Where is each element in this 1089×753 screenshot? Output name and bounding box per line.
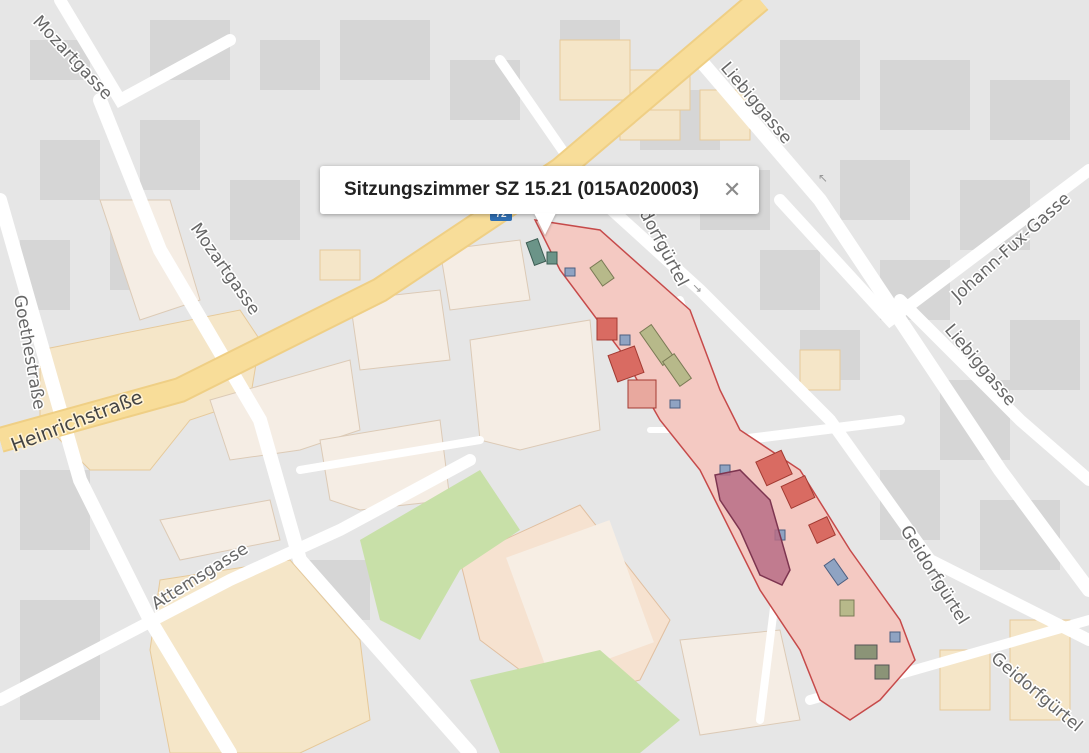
room-info-popup: Sitzungszimmer SZ 15.21 (015A020003) ✕ bbox=[320, 166, 760, 214]
room-shapes[interactable] bbox=[525, 238, 901, 680]
tan-buildings bbox=[39, 39, 1071, 753]
courtyard bbox=[506, 520, 654, 680]
oneway-arrow-icon: ↘ bbox=[692, 281, 702, 295]
close-icon[interactable]: ✕ bbox=[722, 177, 742, 202]
popup-title: Sitzungszimmer SZ 15.21 (015A020003) bbox=[344, 179, 699, 200]
main-road-fill bbox=[0, 0, 768, 451]
campus-buildings bbox=[99, 199, 801, 736]
park-areas bbox=[360, 470, 680, 753]
selected-room-area[interactable] bbox=[714, 469, 791, 586]
popup-pointer bbox=[534, 213, 556, 235]
oneway-arrow-icon: ↖ bbox=[818, 171, 828, 185]
